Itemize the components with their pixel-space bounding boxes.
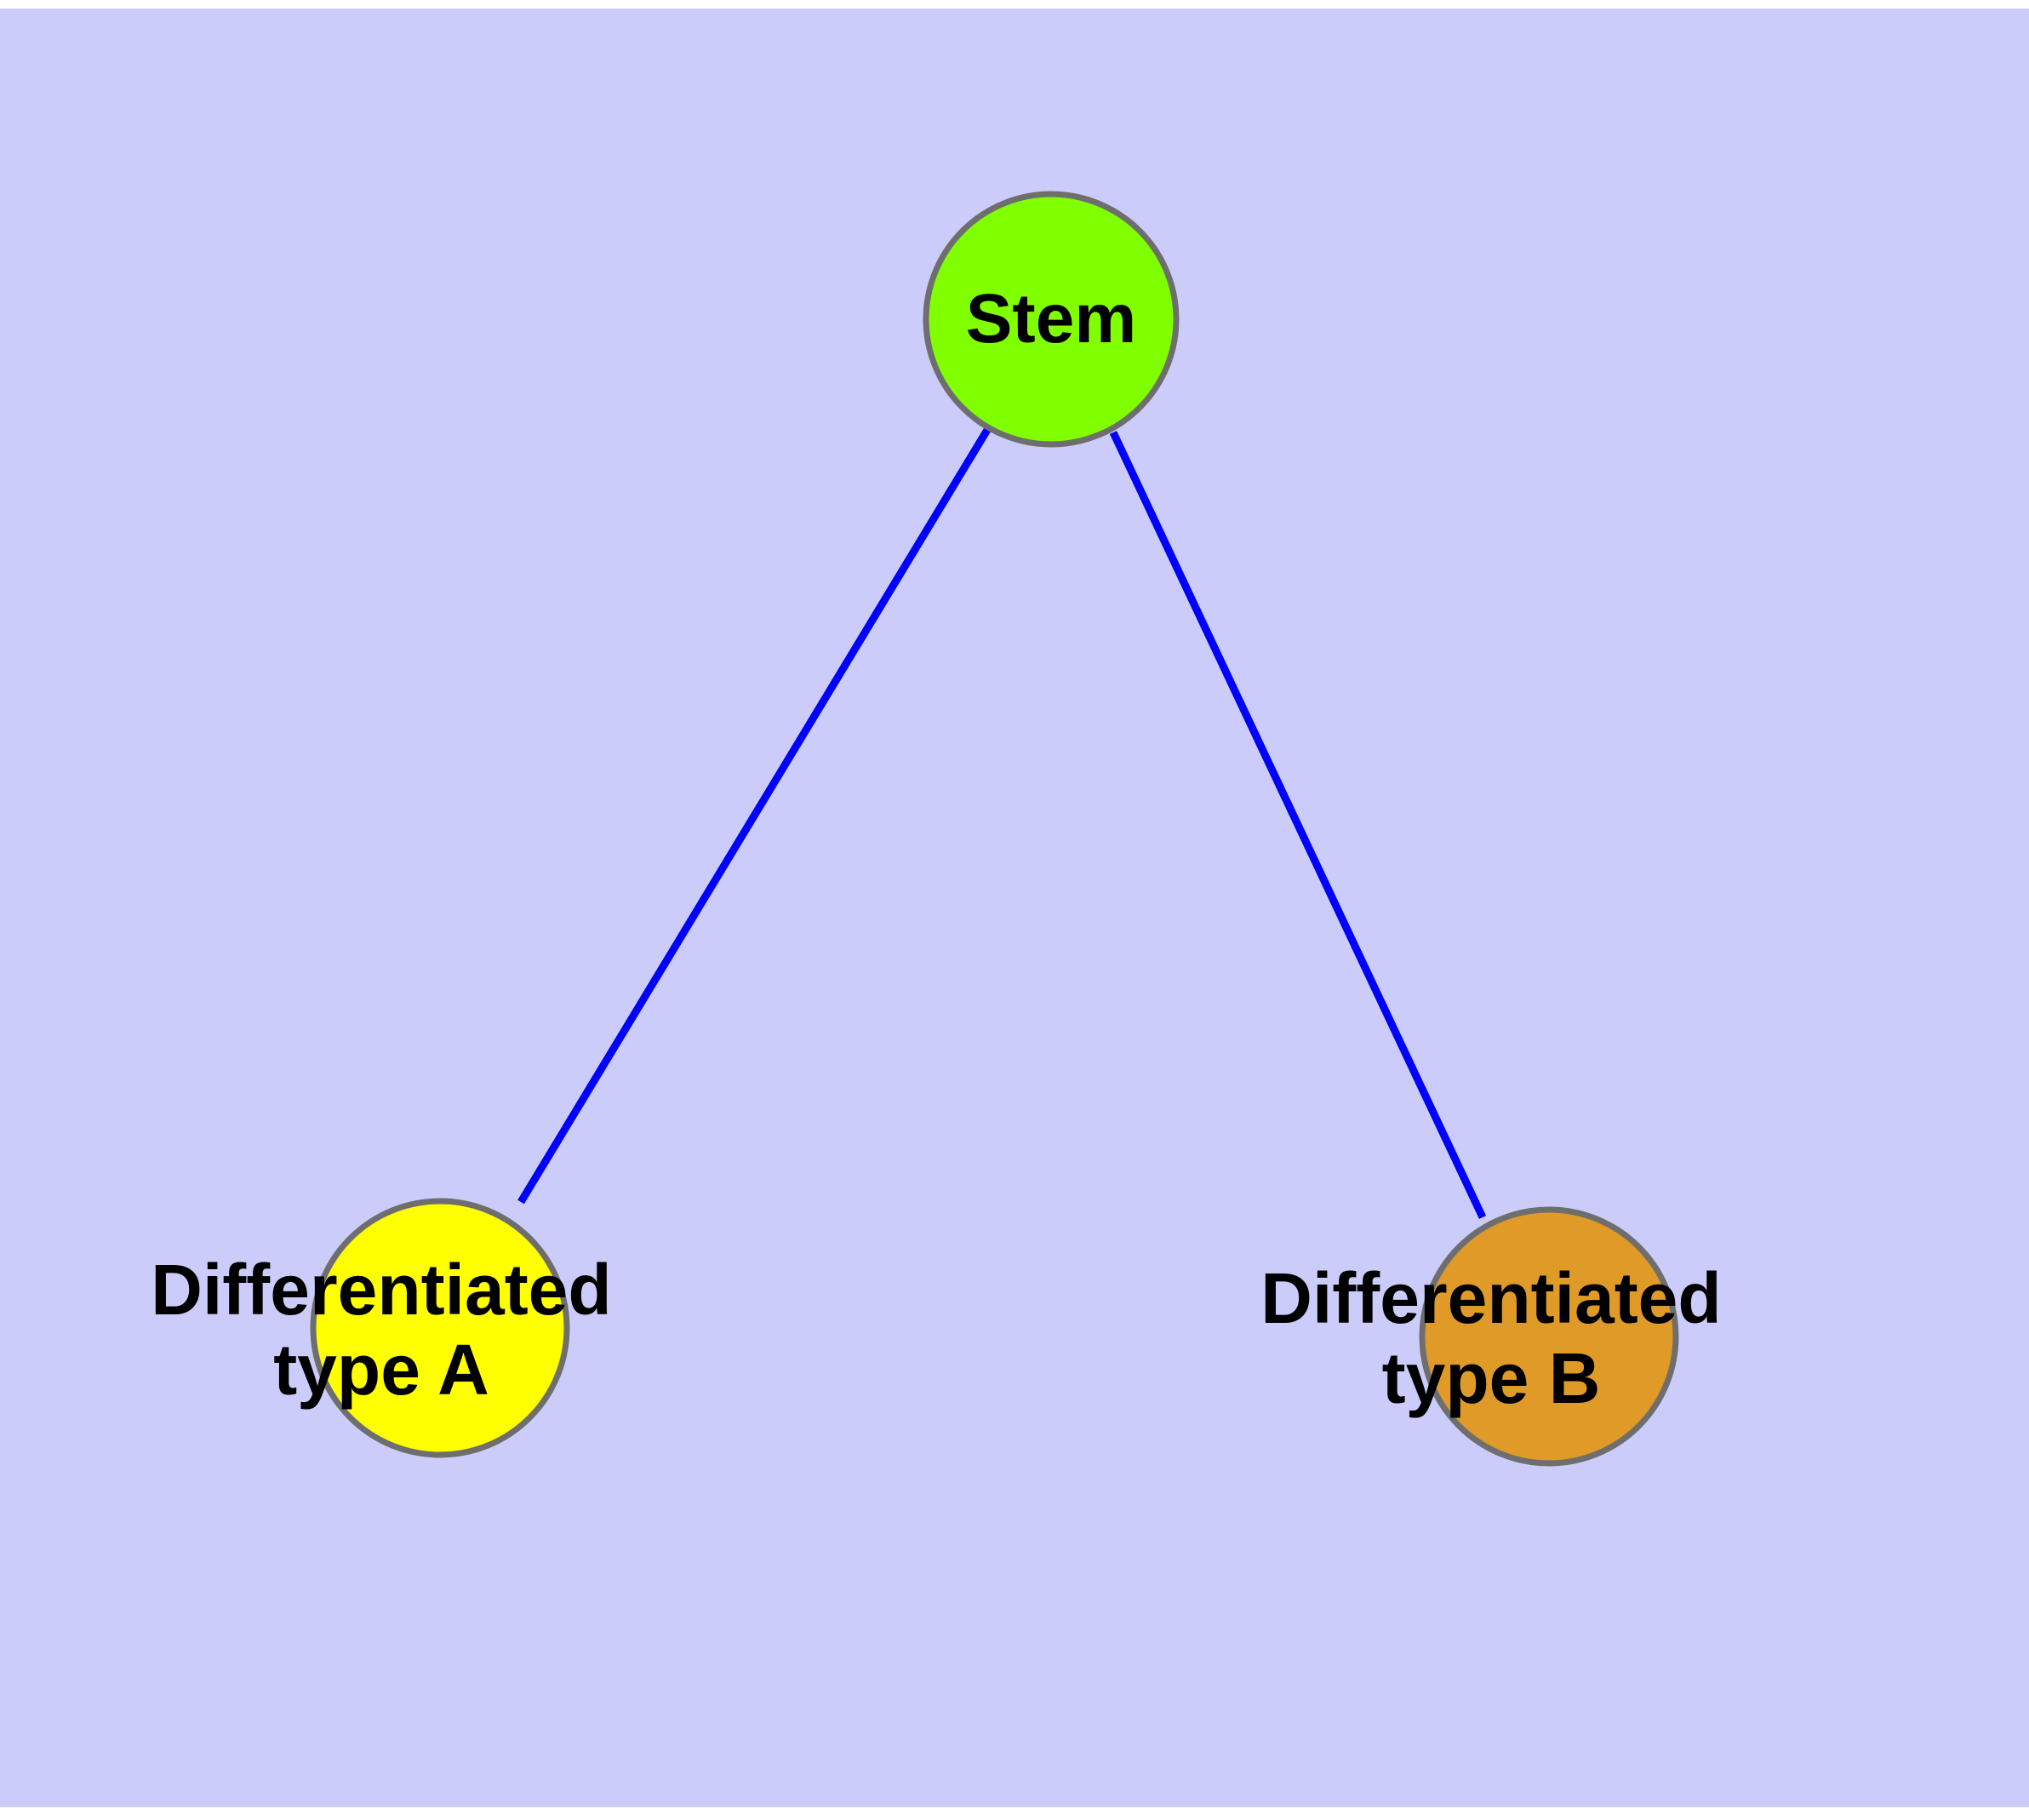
edge-stem-to-differentiated-type-b	[1109, 431, 1487, 1219]
node-differentiated-type-b[interactable]	[1419, 1206, 1679, 1467]
edge-stem-to-differentiated-type-a	[517, 427, 991, 1205]
node-differentiated-type-a[interactable]	[310, 1198, 570, 1458]
node-stem[interactable]	[923, 191, 1180, 448]
